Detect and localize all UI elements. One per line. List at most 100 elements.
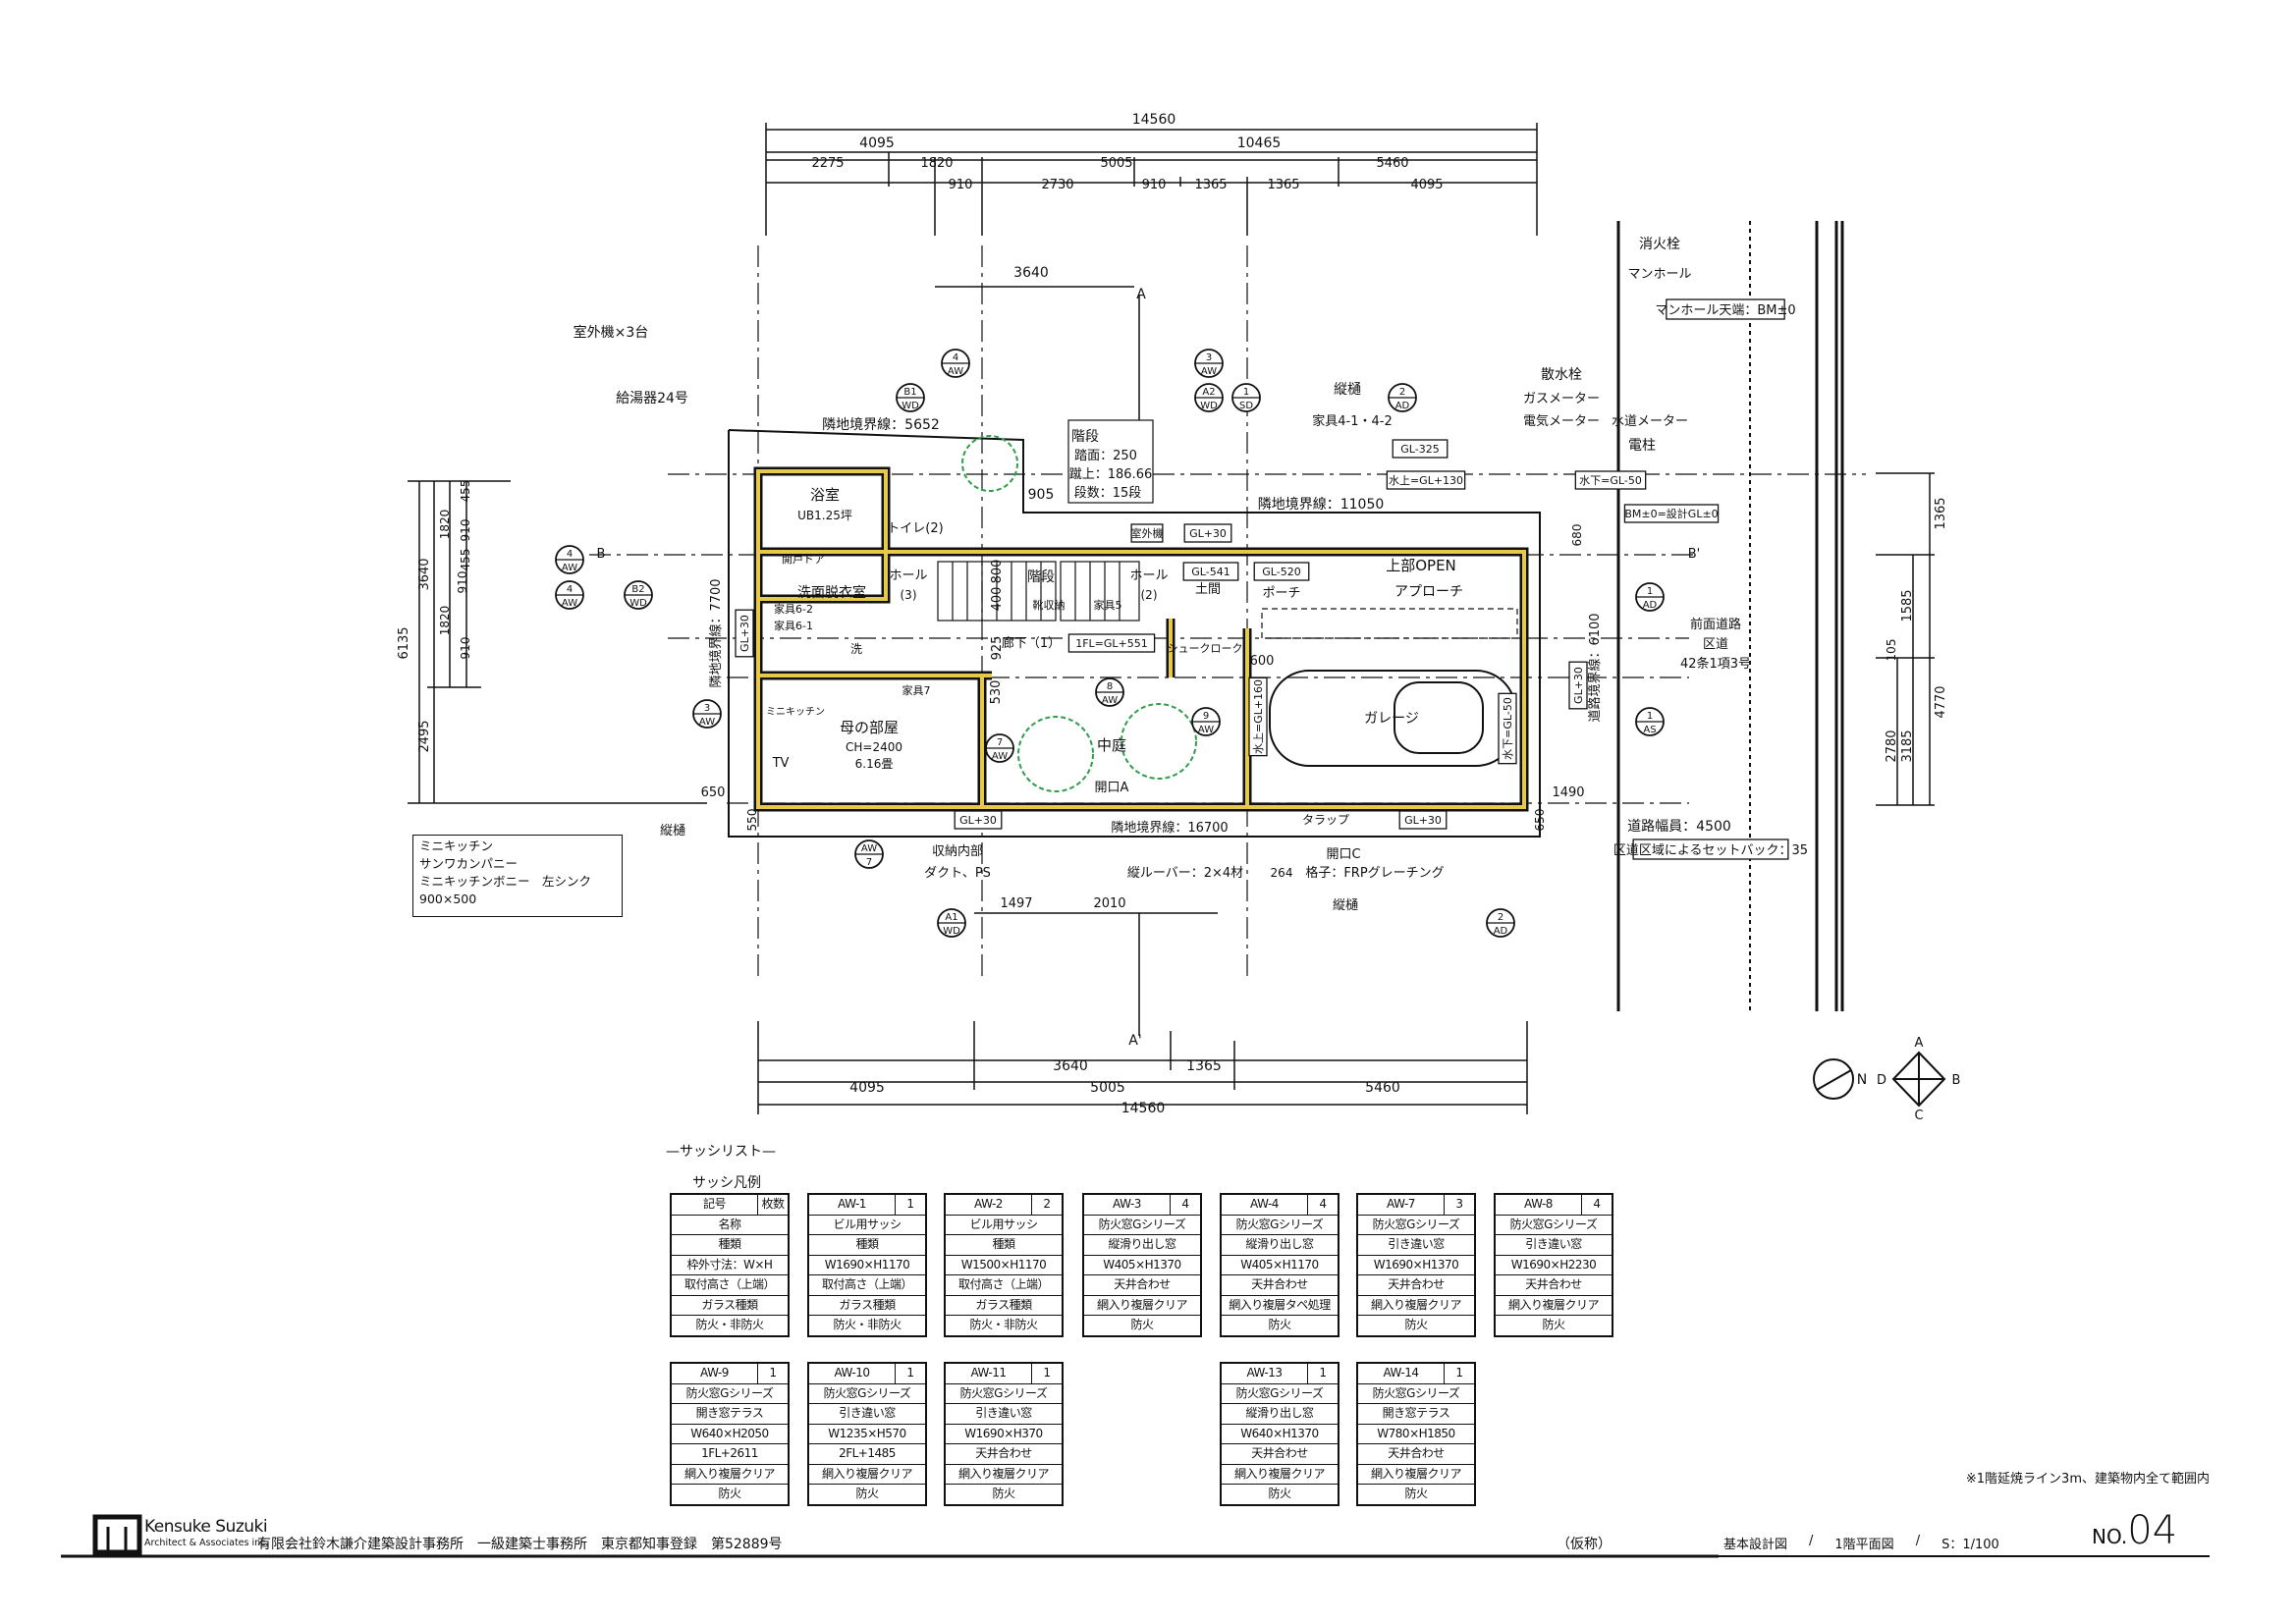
tv-label: TV bbox=[772, 756, 790, 771]
north-label: N bbox=[1857, 1072, 1867, 1088]
label-text: GL+30 bbox=[1572, 667, 1585, 704]
label-box bbox=[1398, 810, 1448, 830]
marker-number: 4 bbox=[953, 352, 958, 363]
sash-code: AW-14 bbox=[1358, 1364, 1445, 1383]
marker-number: 1 bbox=[1243, 387, 1249, 398]
d-650a-label: 650 bbox=[701, 785, 726, 800]
sash-cell: W1690×H1170 bbox=[809, 1254, 925, 1275]
bot-b1-label: 4095 bbox=[849, 1080, 885, 1096]
label-text: D bbox=[1877, 1073, 1886, 1088]
top-d3-label: 910 bbox=[1142, 178, 1167, 192]
sash-count: 2 bbox=[1043, 1197, 1051, 1211]
marker-number: 3 bbox=[704, 703, 710, 714]
sash-count: 4 bbox=[1319, 1197, 1327, 1211]
label-text: 1820 bbox=[920, 156, 953, 171]
storage-label: 収納内部 bbox=[932, 843, 983, 859]
sash-legend-title: サッシ凡例 bbox=[692, 1175, 761, 1191]
opening-c-label: 開口C bbox=[1326, 847, 1360, 862]
label-text: 母の部屋 bbox=[840, 719, 899, 736]
toilet-label: トイレ(2) bbox=[887, 521, 943, 536]
sash-cell: 防火 bbox=[1496, 1315, 1612, 1335]
sash-cell: 2FL+1485 bbox=[809, 1443, 925, 1464]
label-text: 650 bbox=[1533, 809, 1547, 832]
note-line: ミニキッチンボニー 左シンク bbox=[419, 874, 592, 889]
label-box bbox=[1632, 839, 1789, 860]
label-box bbox=[1568, 661, 1588, 710]
ub-label: UB1.25坪 bbox=[797, 509, 852, 522]
marker-type: AW bbox=[1102, 695, 1118, 706]
marker-number: AW bbox=[861, 843, 877, 854]
sash-cell: W640×H2050 bbox=[672, 1423, 788, 1444]
label-text: A bbox=[1915, 1036, 1924, 1051]
water-down-50-label: 水下=GL-50 bbox=[1574, 470, 1647, 490]
label-text: 家具6-2 bbox=[774, 602, 813, 616]
section-marker: AW7 bbox=[854, 839, 884, 869]
label-text: 1FL=GL+551 bbox=[1075, 637, 1148, 650]
label-text: UB1.25坪 bbox=[797, 509, 852, 522]
label-text: 4770 bbox=[1934, 685, 1948, 718]
sec-b-label: B bbox=[597, 547, 606, 562]
section-marker: 2AD bbox=[1388, 383, 1417, 412]
sash-code: 記号 bbox=[672, 1195, 758, 1215]
a-label: A bbox=[1915, 1036, 1924, 1051]
wash-label: 洗 bbox=[850, 642, 862, 656]
label-text: 階段 bbox=[1027, 569, 1055, 585]
label-text: 910 bbox=[459, 637, 472, 660]
gl-541-label: GL-541 bbox=[1182, 562, 1239, 581]
marker-type: AW bbox=[562, 598, 577, 609]
label-box bbox=[1392, 439, 1449, 459]
label-box bbox=[1498, 692, 1517, 765]
sash-cell: 防火窓Gシリーズ bbox=[1496, 1214, 1612, 1235]
sash-cell: ガラス種類 bbox=[809, 1294, 925, 1316]
label-text: タラップ bbox=[1302, 813, 1349, 827]
sash-cell: 天井合わせ bbox=[1222, 1274, 1338, 1295]
label-text: 6.16畳 bbox=[855, 757, 894, 771]
label-text: 2780 bbox=[1885, 730, 1899, 762]
boundary-16700-label: 隣地境界線：16700 bbox=[1111, 820, 1228, 836]
right-e-label: 2780 bbox=[1885, 730, 1899, 762]
d-800-label: 800 bbox=[990, 560, 1005, 584]
sash-list-title: —サッシリスト— bbox=[666, 1144, 776, 1160]
label-text: 開口C bbox=[1326, 847, 1360, 862]
label-text: GL-541 bbox=[1191, 566, 1230, 578]
bm-label: BM±0=設計GL±0 bbox=[1623, 504, 1720, 523]
drawing-scale: S：1/100 bbox=[1941, 1538, 1999, 1552]
project-name: （仮称） bbox=[1557, 1537, 1612, 1552]
porch-label: ポーチ bbox=[1262, 586, 1300, 601]
sash-cell: 防火・非防火 bbox=[809, 1315, 925, 1335]
marker-number: 1 bbox=[1647, 586, 1653, 597]
left-c3-label: 455 bbox=[459, 480, 472, 503]
marker-number: B2 bbox=[631, 584, 644, 595]
label-text: 洗面脱衣室 bbox=[797, 584, 866, 601]
label-text: 中庭 bbox=[1097, 736, 1126, 754]
label-text: 隣地境界線：11050 bbox=[1258, 497, 1385, 513]
label-text: 400 bbox=[990, 587, 1005, 612]
shoe-label: 靴収納 bbox=[1033, 598, 1066, 612]
sash-cell: 種類 bbox=[809, 1234, 925, 1255]
stair-title-label: 階段 bbox=[1071, 429, 1099, 445]
separator: / bbox=[1915, 1534, 1921, 1548]
sash-code: AW-10 bbox=[809, 1364, 896, 1383]
sec-a-label: A bbox=[1136, 287, 1146, 302]
label-text: 水下=GL-50 bbox=[1502, 697, 1514, 760]
elec-meter-label: 電気メーター bbox=[1523, 413, 1600, 429]
label-text: 910 bbox=[1142, 178, 1167, 192]
label-text: 1820 bbox=[438, 510, 452, 540]
drawing-type: 基本設計図 bbox=[1723, 1538, 1788, 1552]
sash-count: 1 bbox=[1455, 1366, 1463, 1380]
doma-label: 土間 bbox=[1195, 582, 1221, 597]
sash-cell: 取付高さ（上端） bbox=[809, 1274, 925, 1295]
label-text: 蹴上：186.66 bbox=[1069, 467, 1153, 482]
label-box bbox=[1574, 470, 1647, 490]
label-text: 区道 bbox=[1703, 637, 1728, 652]
sash-cell: W405×H1170 bbox=[1222, 1254, 1338, 1275]
marker-type: AD bbox=[1494, 926, 1508, 937]
road-boundary-label: 道路境界線：6100 bbox=[1587, 613, 1603, 722]
label-text: 消火栓 bbox=[1639, 237, 1680, 252]
label-text: B' bbox=[1688, 547, 1701, 562]
label-text: 680 bbox=[1570, 524, 1584, 547]
